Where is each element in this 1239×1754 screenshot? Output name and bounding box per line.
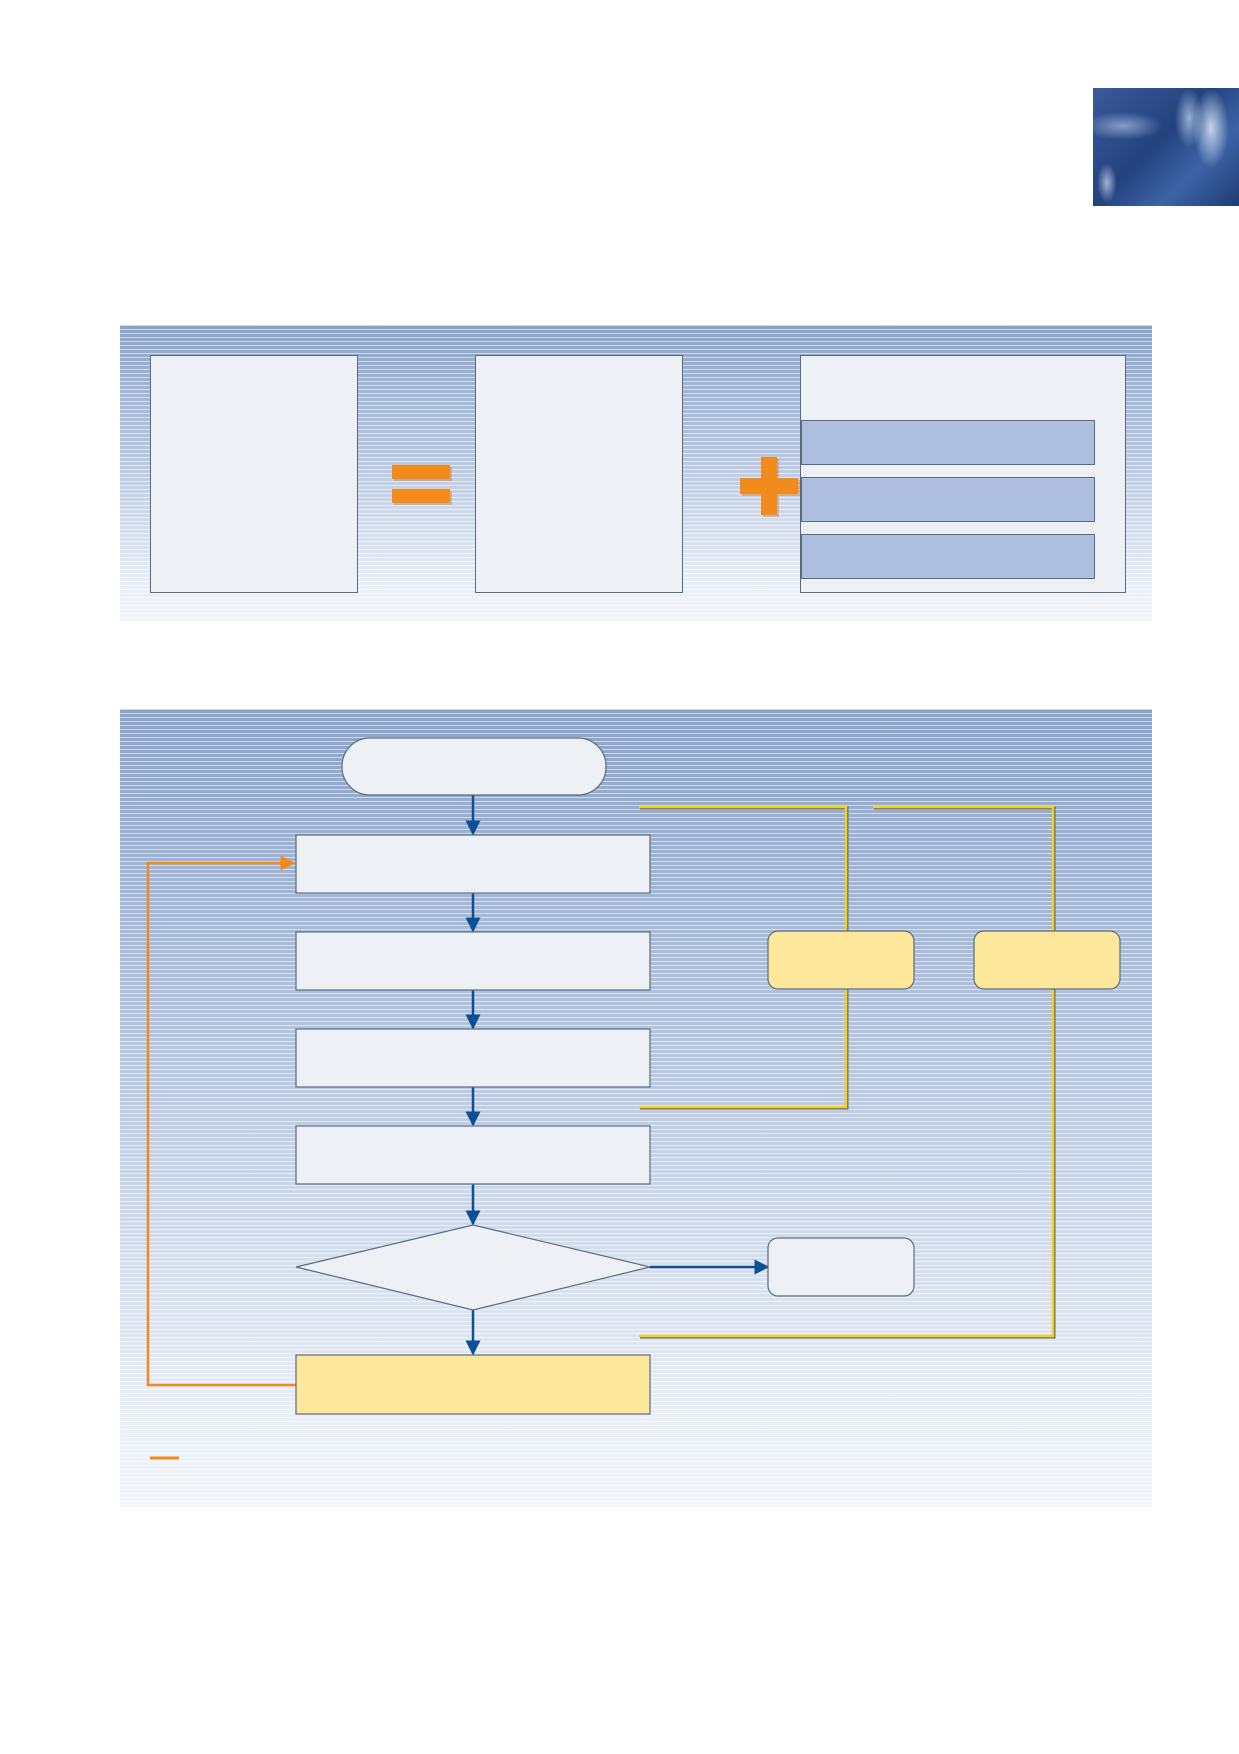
feedback-loop-arrow: [146, 855, 296, 1387]
start-terminator: [341, 737, 607, 796]
equation-panel: [120, 325, 1152, 621]
equation-bar-3: [801, 534, 1095, 579]
final-step: [295, 1354, 651, 1415]
decision-diamond: [295, 1224, 651, 1311]
process-step-4: [295, 1125, 651, 1185]
equation-bar-2: [801, 477, 1095, 522]
flowchart-panel: [120, 709, 1152, 1507]
flowchart-diagram: [146, 737, 1121, 1460]
process-step-2: [295, 931, 651, 991]
process-step-1: [295, 834, 651, 894]
process-step-3: [295, 1028, 651, 1088]
side-note-2: [973, 930, 1121, 990]
corner-photo: [1093, 88, 1239, 206]
equation-result-box: [150, 355, 358, 593]
equation-bar-1: [801, 420, 1095, 465]
bracket-2: [639, 805, 1056, 1339]
equation-right-box: [800, 355, 1126, 593]
side-note-1: [767, 930, 915, 990]
decision-outcome: [767, 1237, 915, 1297]
equation-middle-box: [475, 355, 683, 593]
